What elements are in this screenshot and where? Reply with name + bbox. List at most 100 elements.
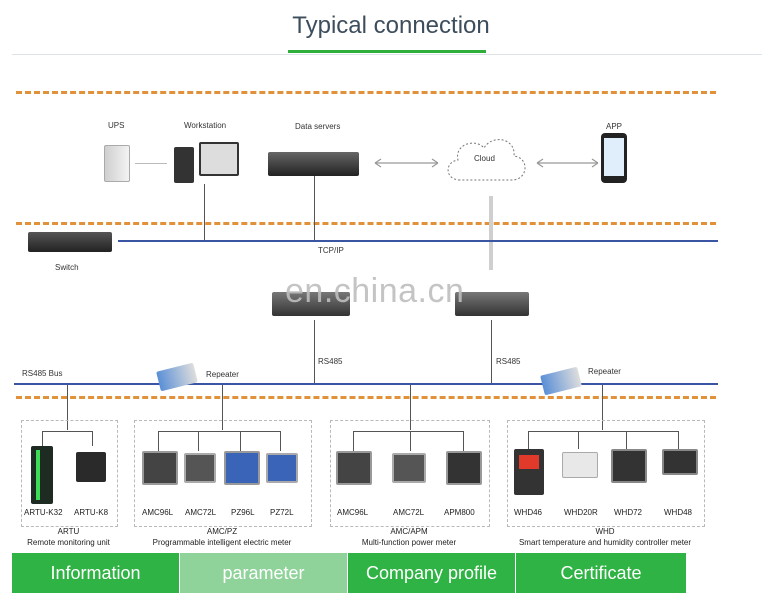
group-desc: Programmable intelligent electric meter bbox=[152, 538, 292, 547]
connector bbox=[67, 385, 68, 430]
title-divider bbox=[12, 54, 762, 55]
tab-company-profile[interactable]: Company profile bbox=[348, 553, 515, 593]
switch-icon bbox=[28, 232, 112, 252]
connector bbox=[578, 431, 579, 449]
connector bbox=[135, 163, 167, 164]
meter-icon bbox=[184, 453, 216, 483]
workstation-tower-icon bbox=[174, 147, 194, 183]
connector bbox=[198, 431, 199, 451]
gateway-icon bbox=[272, 292, 350, 316]
connector bbox=[410, 431, 411, 451]
group-name: WHD bbox=[595, 527, 615, 536]
connector bbox=[158, 431, 159, 451]
device-label: AMC96L bbox=[142, 508, 174, 517]
watermark: en.china.cn bbox=[285, 272, 465, 310]
device-label: PZ96L bbox=[231, 508, 255, 517]
group-name: AMC/PZ bbox=[206, 527, 238, 536]
device-label: WHD48 bbox=[664, 508, 693, 517]
connector bbox=[491, 320, 492, 384]
connector bbox=[314, 176, 315, 241]
gateway-icon bbox=[455, 292, 529, 316]
controller-icon bbox=[611, 449, 647, 483]
device-label: APM800 bbox=[444, 508, 475, 517]
cloud-label: Cloud bbox=[474, 154, 495, 163]
device-label: ARTU-K32 bbox=[24, 508, 63, 517]
ups-icon bbox=[104, 145, 130, 182]
connector bbox=[222, 385, 223, 430]
device-label: AMC72L bbox=[185, 508, 217, 517]
connector bbox=[42, 431, 43, 446]
meter-icon bbox=[142, 451, 178, 485]
tcpip-bus bbox=[118, 240, 718, 242]
device-label: ARTU-K8 bbox=[74, 508, 109, 517]
cloud-uplink bbox=[489, 196, 493, 270]
meter-icon bbox=[266, 453, 298, 483]
switch-label: Switch bbox=[55, 263, 79, 272]
controller-icon bbox=[662, 449, 698, 475]
phone-icon bbox=[601, 133, 627, 183]
tab-information[interactable]: Information bbox=[12, 553, 179, 593]
connector bbox=[528, 431, 529, 449]
connector bbox=[158, 431, 280, 432]
tcpip-label: TCP/IP bbox=[318, 246, 344, 255]
connector bbox=[353, 431, 354, 451]
group-desc: Remote monitoring unit bbox=[27, 538, 110, 547]
group-desc: Smart temperature and humidity controlle… bbox=[518, 538, 692, 547]
connector bbox=[528, 431, 678, 432]
rs485-bus-label: RS485 Bus bbox=[22, 369, 63, 378]
dashed-separator bbox=[16, 91, 716, 94]
meter-icon bbox=[336, 451, 372, 485]
ups-label: UPS bbox=[108, 121, 125, 130]
connector bbox=[280, 431, 281, 451]
app-label: APP bbox=[606, 122, 623, 131]
connector bbox=[42, 431, 92, 432]
device-label: AMC72L bbox=[393, 508, 425, 517]
page-title: Typical connection bbox=[292, 12, 490, 39]
title-underline bbox=[288, 50, 486, 53]
meter-icon bbox=[446, 451, 482, 485]
group-desc: Multi-function power meter bbox=[361, 538, 457, 547]
cloud-icon bbox=[447, 139, 526, 181]
connector bbox=[92, 431, 93, 446]
group-box-amc-pz bbox=[134, 420, 312, 527]
group-name: AMC/APM bbox=[390, 527, 428, 536]
connector bbox=[353, 431, 463, 432]
workstation-label: Workstation bbox=[184, 121, 227, 130]
group-box-artu bbox=[21, 420, 118, 527]
repeater-label: Repeater bbox=[588, 367, 621, 376]
connector bbox=[204, 184, 205, 241]
group-box-amc-apm bbox=[330, 420, 490, 527]
device-label: WHD72 bbox=[614, 508, 643, 517]
device-label: WHD20R bbox=[564, 508, 598, 517]
dashed-separator bbox=[16, 222, 716, 225]
group-name: ARTU bbox=[57, 527, 80, 536]
controller-icon bbox=[514, 449, 544, 495]
repeater-icon bbox=[156, 362, 198, 392]
data-servers-label: Data servers bbox=[295, 122, 341, 131]
group-box-whd bbox=[507, 420, 705, 527]
connector bbox=[240, 431, 241, 451]
device-label: AMC96L bbox=[337, 508, 369, 517]
connector bbox=[463, 431, 464, 451]
tab-certificate[interactable]: Certificate bbox=[516, 553, 686, 593]
connector bbox=[314, 320, 315, 384]
device-icon bbox=[31, 446, 53, 504]
connector bbox=[678, 431, 679, 449]
controller-icon bbox=[562, 452, 598, 478]
device-icon bbox=[76, 452, 106, 482]
meter-icon bbox=[392, 453, 426, 483]
dashed-separator bbox=[16, 396, 716, 399]
connector bbox=[626, 431, 627, 449]
cloud-links bbox=[374, 158, 599, 168]
rs485-label: RS485 bbox=[318, 357, 343, 366]
rs485-label: RS485 bbox=[496, 357, 521, 366]
device-label: WHD46 bbox=[514, 508, 543, 517]
server-icon bbox=[268, 152, 359, 176]
workstation-monitor-icon bbox=[199, 142, 239, 176]
tab-parameter[interactable]: parameter bbox=[180, 553, 347, 593]
connector bbox=[602, 385, 603, 430]
repeater-label: Repeater bbox=[206, 370, 239, 379]
meter-icon bbox=[224, 451, 260, 485]
rs485-bus bbox=[14, 383, 718, 385]
device-label: PZ72L bbox=[270, 508, 294, 517]
